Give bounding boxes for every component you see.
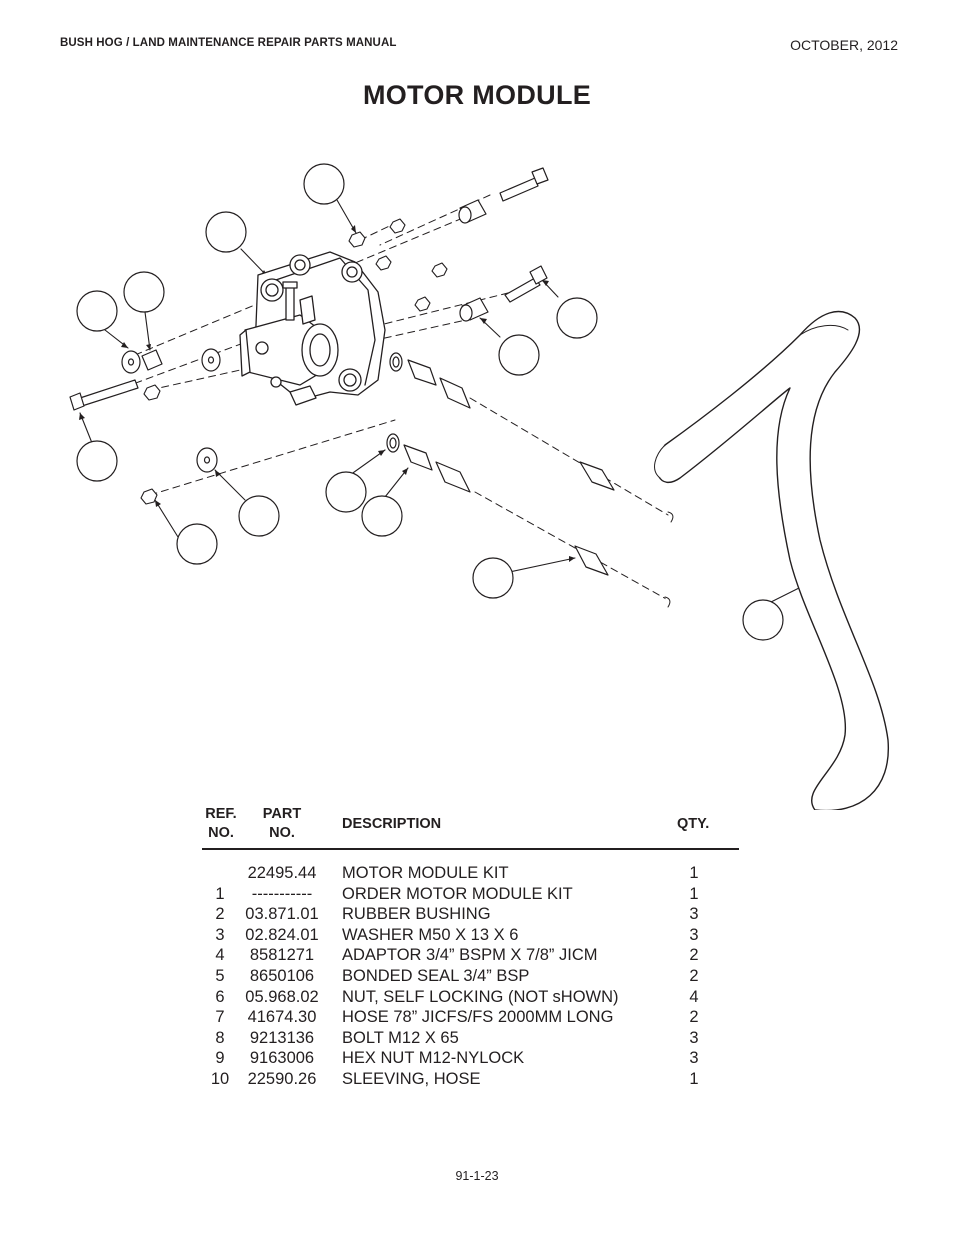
callout-circle xyxy=(556,297,598,339)
callout-circle xyxy=(205,211,247,253)
callout-circle xyxy=(303,163,345,205)
description-cell: RUBBER BUSHING xyxy=(342,905,491,924)
part-number-cell: 02.824.01 xyxy=(245,925,319,944)
callout-circle xyxy=(76,440,118,482)
table-row: 2 03.871.01 RUBBER BUSHING 3 xyxy=(202,904,739,925)
table-row: 9 9163006 HEX NUT M12-NYLOCK 3 xyxy=(202,1048,739,1069)
part-number-cell: 41674.30 xyxy=(247,1008,317,1027)
quantity-cell: 2 xyxy=(689,966,699,985)
col-header-qty: QTY. xyxy=(677,816,710,832)
table-row: 8 9213136 BOLT M12 X 65 3 xyxy=(202,1028,739,1049)
description-cell: BOLT M12 X 65 xyxy=(342,1028,459,1047)
description-cell: WASHER M50 X 13 X 6 xyxy=(342,925,519,944)
table-row: 10 22590.26 SLEEVING, HOSE 1 xyxy=(202,1069,739,1090)
nuts xyxy=(140,218,448,505)
callout-circle xyxy=(498,334,540,376)
callout-circle xyxy=(76,290,118,332)
ref-cell: 5 xyxy=(215,966,225,985)
callout-circles xyxy=(76,163,784,641)
ref-cell: 6 xyxy=(215,987,225,1006)
quantity-cell: 1 xyxy=(689,884,699,903)
manual-title: BUSH HOG / LAND MAINTENANCE REPAIR PARTS… xyxy=(60,37,397,49)
ref-cell: 10 xyxy=(210,1069,230,1088)
part-number-cell: 05.968.02 xyxy=(245,987,319,1006)
quantity-cell: 2 xyxy=(689,1008,699,1027)
callout-circle xyxy=(361,495,403,537)
part-number-cell: ----------- xyxy=(251,884,313,903)
ref-cell: 2 xyxy=(215,905,225,924)
table-row: 1 ----------- ORDER MOTOR MODULE KIT 1 xyxy=(202,884,739,905)
part-number-cell: 9213136 xyxy=(249,1028,315,1047)
ref-cell: 9 xyxy=(215,1049,225,1068)
publication-date: OCTOBER, 2012 xyxy=(790,37,898,53)
table-row: 5 8650106 BONDED SEAL 3/4” BSP 2 xyxy=(202,966,739,987)
description-cell: NUT, SELF LOCKING (NOT sHOWN) xyxy=(342,987,619,1006)
description-cell: HEX NUT M12-NYLOCK xyxy=(342,1049,525,1068)
parts-table: 22495.44 MOTOR MODULE KIT 1 1 ----------- ORD… xyxy=(202,863,739,1090)
table-row: 3 02.824.01 WASHER M50 X 13 X 6 3 xyxy=(202,925,739,946)
ref-cell: 8 xyxy=(215,1028,225,1047)
part-number-cell: 22590.26 xyxy=(247,1069,317,1088)
part-number-cell: 9163006 xyxy=(249,1049,315,1068)
callout-circle xyxy=(238,495,280,537)
hose-sleeving xyxy=(654,310,889,810)
quantity-cell: 3 xyxy=(689,905,699,924)
quantity-cell: 3 xyxy=(689,1028,699,1047)
callout-circle xyxy=(472,557,514,599)
quantity-cell: 4 xyxy=(689,987,699,1006)
part-number-cell: 8581271 xyxy=(249,946,315,965)
table-row: 7 41674.30 HOSE 78” JICFS/FS 2000MM LONG 2 xyxy=(202,1007,739,1028)
callout-circle xyxy=(742,599,784,641)
col-header-part: PART NO. xyxy=(262,806,302,841)
description-cell: ADAPTOR 3/4” BSPM X 7/8” JICM xyxy=(342,946,598,965)
ref-cell: 1 xyxy=(215,884,225,903)
part-number-cell: 03.871.01 xyxy=(245,905,319,924)
table-row: 22495.44 MOTOR MODULE KIT 1 xyxy=(202,863,739,884)
table-row: 4 8581271 ADAPTOR 3/4” BSPM X 7/8” JICM 2 xyxy=(202,945,739,966)
col-header-description: DESCRIPTION xyxy=(342,816,442,832)
col-header-ref: REF. NO. xyxy=(205,806,237,841)
callout-circle xyxy=(325,471,367,513)
ref-cell: 7 xyxy=(215,1008,225,1027)
quantity-cell: 3 xyxy=(689,925,699,944)
ref-cell: 3 xyxy=(215,925,225,944)
callout-circle xyxy=(176,523,218,565)
ref-cell: 4 xyxy=(215,946,225,965)
table-row: 6 05.968.02 NUT, SELF LOCKING (NOT sHOWN) 4 xyxy=(202,987,739,1008)
description-cell: BONDED SEAL 3/4” BSP xyxy=(342,966,530,985)
part-number-cell: 8650106 xyxy=(249,966,315,985)
quantity-cell: 3 xyxy=(689,1049,699,1068)
exploded-parts-diagram xyxy=(69,163,889,810)
description-cell: SLEEVING, HOSE xyxy=(342,1069,481,1088)
hydraulic-motor xyxy=(239,251,386,406)
description-cell: ORDER MOTOR MODULE KIT xyxy=(342,884,573,903)
part-number-cell: 22495.44 xyxy=(247,864,317,882)
description-cell: MOTOR MODULE KIT xyxy=(342,864,509,882)
description-cell: HOSE 78” JICFS/FS 2000MM LONG xyxy=(342,1008,614,1027)
quantity-cell: 2 xyxy=(689,946,699,965)
page-title: MOTOR MODULE xyxy=(362,80,592,110)
quantity-cell: 1 xyxy=(689,864,699,882)
quantity-cell: 1 xyxy=(689,1069,699,1088)
bolts xyxy=(69,167,549,411)
callout-circle xyxy=(123,271,165,313)
bushings-washers xyxy=(121,199,489,473)
leader-arrowheads xyxy=(79,225,805,591)
fittings xyxy=(386,352,674,608)
assembly-lines xyxy=(89,194,669,601)
table-header-rule xyxy=(202,848,739,850)
page-number: 91-1-23 xyxy=(455,1169,499,1183)
